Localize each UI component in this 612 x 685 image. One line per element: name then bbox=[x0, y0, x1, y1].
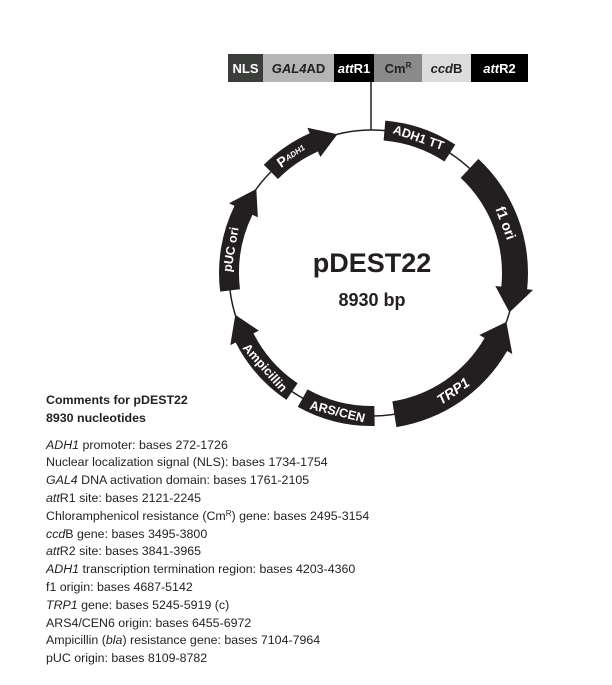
feature-trp1 bbox=[392, 321, 513, 428]
feature-list-item: attR2 site: bases 3841-3965 bbox=[46, 544, 201, 559]
feature-adh1-tt bbox=[383, 120, 456, 162]
feature-label-ampicillin: Ampicillin bbox=[240, 341, 290, 395]
spacer bbox=[46, 428, 369, 437]
feature-puc-ori bbox=[218, 188, 258, 292]
cassette-segment-nls: NLS bbox=[228, 54, 263, 82]
feature-list-item: ARS4/CEN6 origin: bases 6455-6972 bbox=[46, 615, 252, 630]
plasmid-name: pDEST22 bbox=[312, 248, 432, 278]
cassette-segment-gal4-ad: GAL4 AD bbox=[263, 54, 334, 82]
nucleotide-count: 8930 nucleotides bbox=[46, 410, 146, 425]
feature-list-item: ccdB gene: bases 3495-3800 bbox=[46, 526, 208, 541]
feature-list-item: GAL4 DNA activation domain: bases 1761-2… bbox=[46, 473, 310, 488]
feature-ampicillin bbox=[230, 314, 298, 400]
feature-list-item: ADH1 promoter: bases 272-1726 bbox=[46, 437, 228, 452]
feature-list-item: pUC origin: bases 8109-8782 bbox=[46, 651, 208, 666]
feature-list-item: TRP1 gene: bases 5245-5919 (c) bbox=[46, 597, 230, 612]
feature-list-item: Chloramphenicol resistance (CmR) gene: b… bbox=[46, 508, 370, 523]
feature-list-item: Ampicillin (bla) resistance gene: bases … bbox=[46, 633, 321, 648]
feature-list-item: f1 origin: bases 4687-5142 bbox=[46, 579, 193, 594]
feature-list-item: ADH1 transcription termination region: b… bbox=[46, 562, 356, 577]
feature-ars-cen bbox=[297, 389, 375, 427]
plasmid-size: 8930 bp bbox=[338, 290, 406, 310]
feature-p-adh1 bbox=[263, 127, 338, 179]
comments-header: Comments for pDEST22 bbox=[46, 393, 188, 407]
feature-label-adh1-tt: ADH1 TT bbox=[391, 123, 446, 154]
feature-list-item: Nuclear localization signal (NLS): bases… bbox=[46, 455, 328, 470]
comments-section: Comments for pDEST22 8930 nucleotides AD… bbox=[46, 392, 369, 668]
feature-list-item: attR1 site: bases 2121-2245 bbox=[46, 490, 201, 505]
feature-f1-ori bbox=[460, 158, 534, 313]
